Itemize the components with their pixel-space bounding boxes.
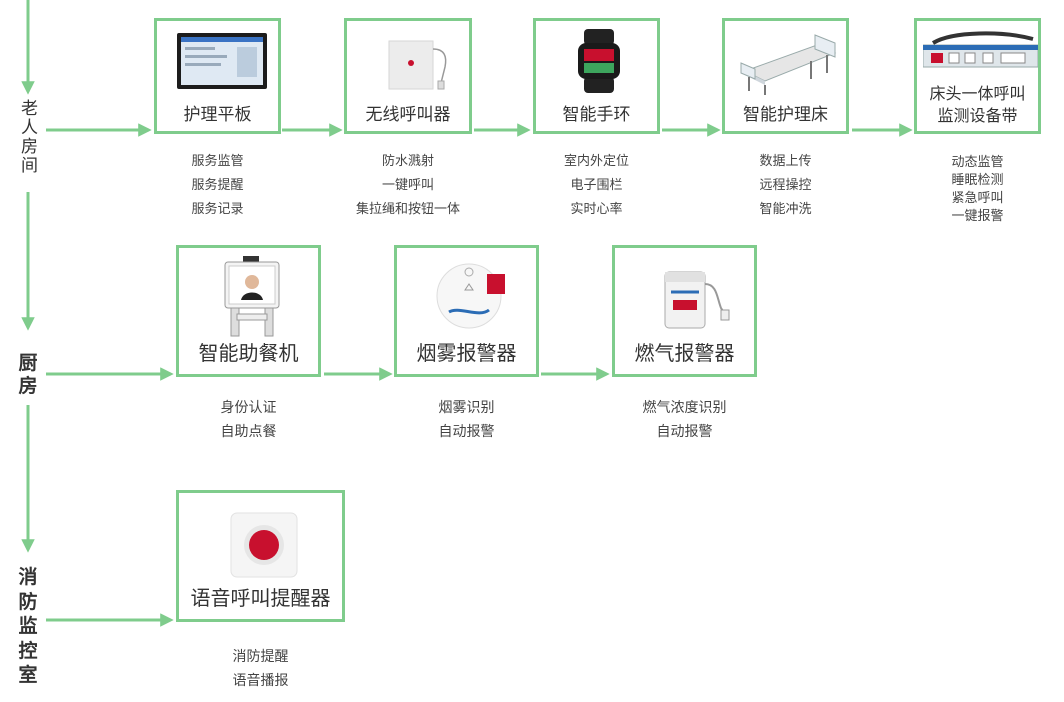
smart-band-icon	[542, 27, 651, 95]
feature-item: 智能冲洗	[759, 202, 812, 217]
device-card-nursing-bed: 智能护理床	[722, 18, 849, 134]
device-card-meal-kiosk: 智能助餐机	[176, 245, 321, 377]
device-title: 智能护理床	[743, 105, 828, 125]
feature-list: 烟雾识别 自动报警	[394, 396, 539, 444]
feature-item: 数据上传	[759, 154, 812, 169]
feature-item: 紧急呼叫	[951, 191, 1004, 206]
feature-list: 身份认证 自助点餐	[176, 396, 321, 444]
feature-item: 消防提醒	[232, 649, 289, 665]
feature-item: 电子围栏	[570, 178, 623, 193]
device-title: 智能手环	[562, 105, 631, 125]
device-card-smart-band: 智能手环	[533, 18, 660, 134]
nursing-bed-icon	[731, 27, 840, 95]
wireless-caller-icon	[353, 27, 463, 95]
smoke-alarm-icon	[403, 254, 530, 338]
feature-item: 服务监管	[191, 154, 244, 169]
device-card-gas-alarm: 燃气报警器	[612, 245, 757, 377]
feature-item: 自动报警	[656, 424, 713, 440]
feature-item: 身份认证	[220, 400, 277, 416]
row-label-kitchen: 厨房	[14, 352, 42, 398]
feature-item: 自助点餐	[220, 424, 277, 440]
feature-list: 室内外定位 电子围栏 实时心率	[533, 150, 660, 222]
feature-item: 服务提醒	[191, 178, 244, 193]
voice-call-button-icon	[185, 499, 336, 583]
device-title: 语音呼叫提醒器	[190, 586, 331, 610]
feature-item: 燃气浓度识别	[642, 400, 727, 416]
feature-item: 远程操控	[759, 178, 812, 193]
feature-item: 一键报警	[951, 209, 1004, 224]
feature-item: 实时心率	[570, 202, 623, 217]
feature-item: 集拉绳和按钮一体	[355, 202, 460, 217]
device-card-bedhead-strip: 床头一体呼叫 监测设备带	[914, 18, 1041, 134]
feature-item: 一键呼叫	[381, 178, 434, 193]
feature-item: 动态监管	[951, 155, 1004, 170]
device-card-wireless-caller: 无线呼叫器	[344, 18, 472, 134]
device-card-nursing-tablet: 护理平板	[154, 18, 281, 134]
device-title: 床头一体呼叫 监测设备带	[929, 84, 1026, 125]
feature-list: 消防提醒 语音播报	[176, 645, 345, 693]
bedhead-strip-icon	[922, 27, 1039, 83]
feature-item: 室内外定位	[563, 154, 629, 169]
feature-item: 服务记录	[191, 202, 244, 217]
device-title: 烟雾报警器	[416, 341, 517, 365]
device-card-voice-caller: 语音呼叫提醒器	[176, 490, 345, 622]
feature-item: 烟雾识别	[438, 400, 495, 416]
feature-item: 睡眠检测	[951, 173, 1004, 188]
device-title: 燃气报警器	[634, 341, 735, 365]
row-label-fire-control-room: 消防监控室	[14, 565, 42, 688]
meal-kiosk-icon	[185, 254, 312, 338]
feature-item: 自动报警	[438, 424, 495, 440]
gas-alarm-icon	[621, 254, 748, 338]
device-title: 无线呼叫器	[365, 105, 451, 125]
feature-item: 防水溅射	[381, 154, 434, 169]
feature-list: 防水溅射 一键呼叫 集拉绳和按钮一体	[344, 150, 472, 222]
feature-list: 动态监管 睡眠检测 紧急呼叫 一键报警	[914, 154, 1041, 226]
tablet-icon	[163, 27, 272, 95]
feature-list: 数据上传 远程操控 智能冲洗	[722, 150, 849, 222]
feature-item: 语音播报	[232, 673, 289, 689]
device-title: 智能助餐机	[198, 341, 299, 365]
feature-list: 燃气浓度识别 自动报警	[612, 396, 757, 444]
feature-list: 服务监管 服务提醒 服务记录	[154, 150, 281, 222]
row-label-elder-room: 老人房间	[14, 100, 42, 176]
device-title: 护理平板	[183, 105, 252, 125]
device-card-smoke-alarm: 烟雾报警器	[394, 245, 539, 377]
